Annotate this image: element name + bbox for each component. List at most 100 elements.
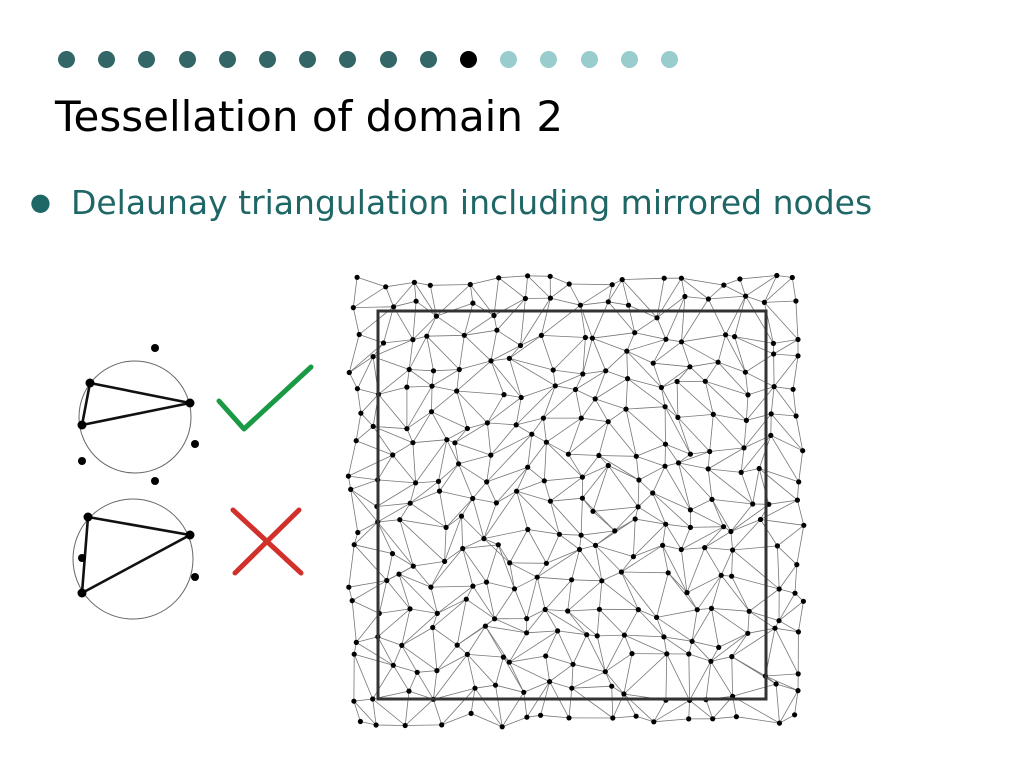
mesh-edge [625,406,666,410]
mesh-edge [415,481,439,484]
mesh-edge [690,526,724,528]
mesh-node [579,495,585,501]
mesh-edge [596,635,606,672]
violated-circumcircle [72,498,194,620]
mesh-edge [348,544,355,588]
mesh-node [495,542,501,548]
node [85,378,95,388]
mesh-node [402,722,408,729]
mesh-node [534,574,540,580]
mesh-node [565,608,571,614]
mesh-edge [607,465,639,508]
mesh-node [443,524,449,530]
mesh-edge [431,385,457,392]
mesh-edge [555,385,576,390]
mesh-edge [493,277,500,316]
mesh-edge [509,358,554,371]
mesh-edge [778,592,796,621]
mesh-node [661,634,667,640]
mesh-edge [730,503,754,532]
mesh-edge [377,636,402,646]
mesh-edge [592,511,616,532]
mesh-edge [437,598,467,614]
mesh-node [738,469,744,475]
mesh-node [542,606,548,613]
mesh-node [795,353,801,359]
mesh-edge [496,466,529,504]
mesh-edge [740,472,754,505]
mesh-edge [490,433,532,456]
mesh-edge [707,468,713,500]
mesh-edge [557,630,574,665]
mesh-edge [710,661,733,697]
mesh-edge [725,334,746,373]
mesh-edge [572,634,588,665]
mesh-edge [357,388,362,414]
mesh-edge [490,358,510,362]
mesh-node [675,460,682,466]
mesh-node [406,688,412,694]
mesh-node [467,281,473,288]
mesh-edge [433,687,476,700]
node [185,530,195,540]
node [83,512,93,522]
mesh-edge [412,301,417,340]
mesh-node [756,465,762,472]
mesh-edge [464,335,492,362]
mesh-node [463,596,469,602]
mesh-edge [681,334,726,343]
mesh-edge [567,608,600,612]
mesh-node [795,629,801,635]
mesh-node [625,302,632,308]
cross-icon [230,507,304,576]
mesh-edge [575,373,584,390]
mesh-edge [633,523,666,557]
mesh-edge [605,653,633,673]
mesh-edge [461,498,474,517]
mesh-edge [627,378,662,388]
mesh-edge [430,561,445,588]
mesh-edge [541,298,551,336]
mesh-node [624,348,630,354]
mesh-edge [353,654,374,700]
mesh-edge [412,439,447,444]
mesh-edge [552,337,586,371]
mesh-edge [456,390,468,429]
mesh-edge [550,501,560,535]
mesh-node [434,610,440,616]
mesh-edge [404,691,410,726]
mesh-node [651,719,657,725]
mesh-edge [417,670,437,673]
mesh-edge [743,420,747,448]
mesh-edge [607,408,627,423]
mesh-edge [432,598,467,628]
mesh-node [684,590,690,596]
mesh-edge [665,338,682,343]
mesh-edge [392,553,414,567]
mesh-edge [378,386,407,395]
mesh-edge [350,479,378,490]
mesh-edge [734,336,774,355]
mesh-edge [444,515,462,562]
node [185,398,195,408]
mesh-edge [677,414,714,418]
mesh-node [768,432,774,438]
mesh-node [716,644,722,650]
mesh-edge [656,317,667,340]
mesh-edge [516,491,529,530]
mesh-edge [601,580,639,610]
mesh-edge [409,482,416,504]
mesh-node [529,431,535,437]
mesh-edge [604,671,613,687]
mesh-edge [571,685,612,689]
mesh-edge [550,275,570,285]
mesh-edge [544,609,558,632]
mesh-node [630,554,636,560]
mesh-edge [516,490,551,502]
mesh-edge [747,627,776,634]
mesh-edge [652,466,666,494]
mesh-edge [594,398,609,422]
mesh-node [737,276,743,282]
mesh-edge [770,435,803,452]
mesh-edge [462,544,499,549]
